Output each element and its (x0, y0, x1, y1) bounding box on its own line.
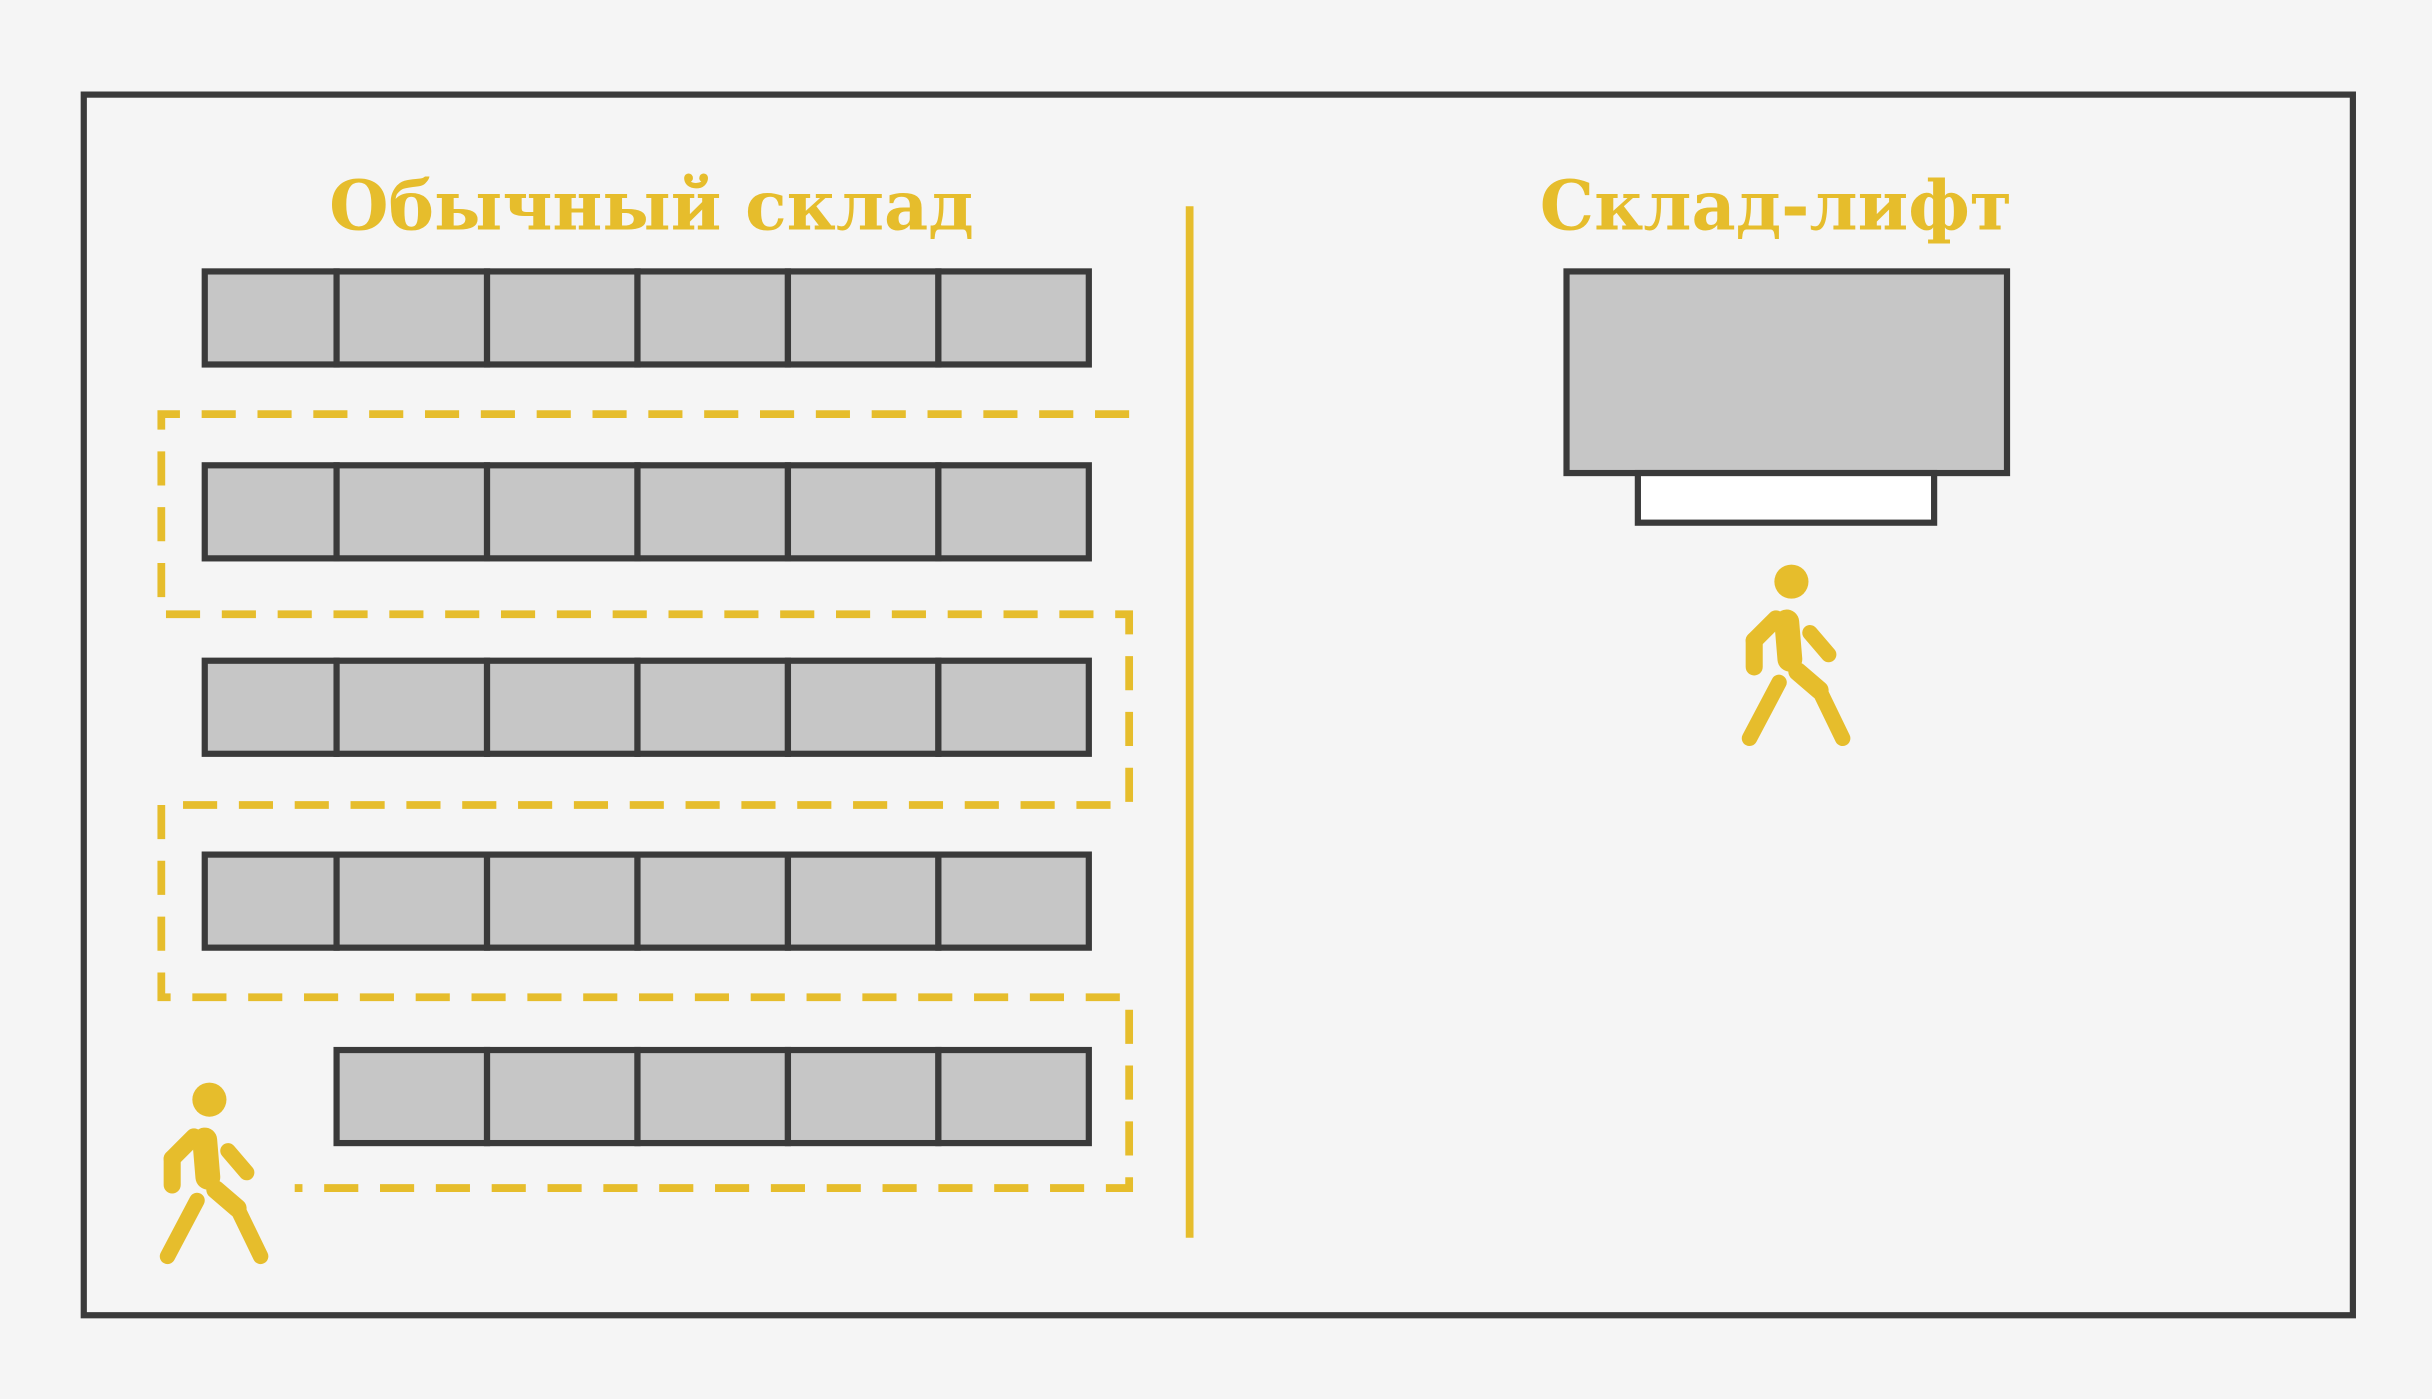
lift-delivery-tray (1634, 469, 1938, 526)
shelf-cell (784, 1046, 942, 1147)
shelf-cell (333, 851, 491, 951)
shelf-cell (201, 462, 340, 562)
shelf-cell (634, 851, 792, 951)
shelf-cell (634, 268, 792, 368)
shelf-cell (333, 657, 491, 757)
shelf-cell (201, 657, 340, 757)
shelf-row (201, 851, 1092, 951)
lift-warehouse-title: Склад-лифт (1540, 167, 2012, 247)
regular-warehouse-title: Обычный склад (329, 167, 974, 247)
shelf-cell (784, 462, 942, 562)
shelf-cell (634, 657, 792, 757)
shelf-cell (634, 1046, 792, 1147)
shelf-cell (483, 268, 641, 368)
walking-route-dashed (157, 410, 1134, 1192)
walking-person-icon (159, 1082, 269, 1265)
shelf-row (201, 657, 1092, 757)
shelf-cell (935, 268, 1092, 368)
shelf-cell (935, 462, 1092, 562)
shelf-cell (634, 462, 792, 562)
walking-person-icon (1741, 564, 1851, 747)
shelf-cell (483, 462, 641, 562)
shelf-cell (201, 851, 340, 951)
shelf-cell (333, 462, 491, 562)
shelf-row (201, 462, 1092, 562)
shelf-cell (483, 851, 641, 951)
shelf-cell (784, 851, 942, 951)
shelf-cell (784, 268, 942, 368)
shelf-cell (333, 268, 491, 368)
shelf-cell (935, 1046, 1092, 1147)
shelf-cell (483, 657, 641, 757)
shelf-rows (201, 268, 1092, 1147)
shelf-cell (935, 657, 1092, 757)
shelf-cell (333, 1046, 491, 1147)
lift-storage-unit (1563, 268, 2011, 477)
shelf-row (333, 1046, 1092, 1147)
shelf-cell (935, 851, 1092, 951)
shelf-cell (784, 657, 942, 757)
shelf-cell (483, 1046, 641, 1147)
shelf-cell (201, 268, 340, 368)
outer-frame (80, 91, 2356, 1319)
shelf-row (201, 268, 1092, 368)
